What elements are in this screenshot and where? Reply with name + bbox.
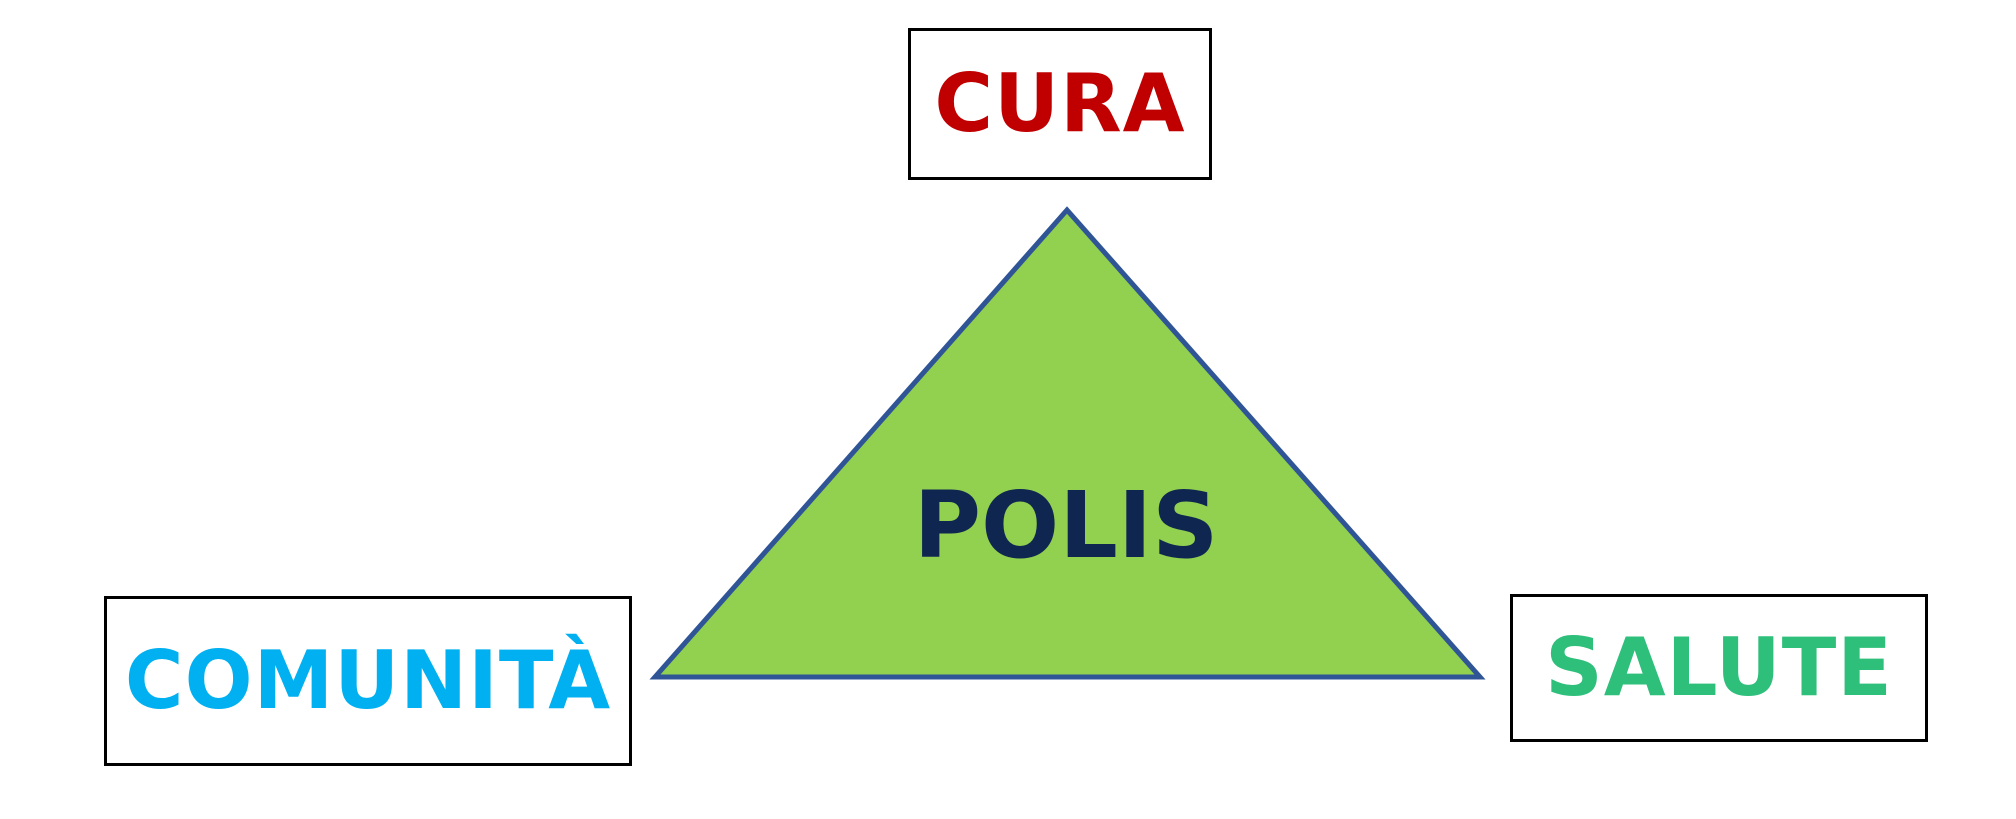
- node-label-cura: CURA: [934, 57, 1186, 150]
- node-box-salute: SALUTE: [1510, 594, 1928, 742]
- node-label-comunita: COMUNITÀ: [124, 634, 612, 727]
- node-box-cura: CURA: [908, 28, 1212, 180]
- node-label-salute: SALUTE: [1545, 621, 1893, 714]
- node-box-comunita: COMUNITÀ: [104, 596, 632, 766]
- center-label-polis: POLIS: [913, 472, 1219, 579]
- polis-triangle: [649, 206, 1486, 680]
